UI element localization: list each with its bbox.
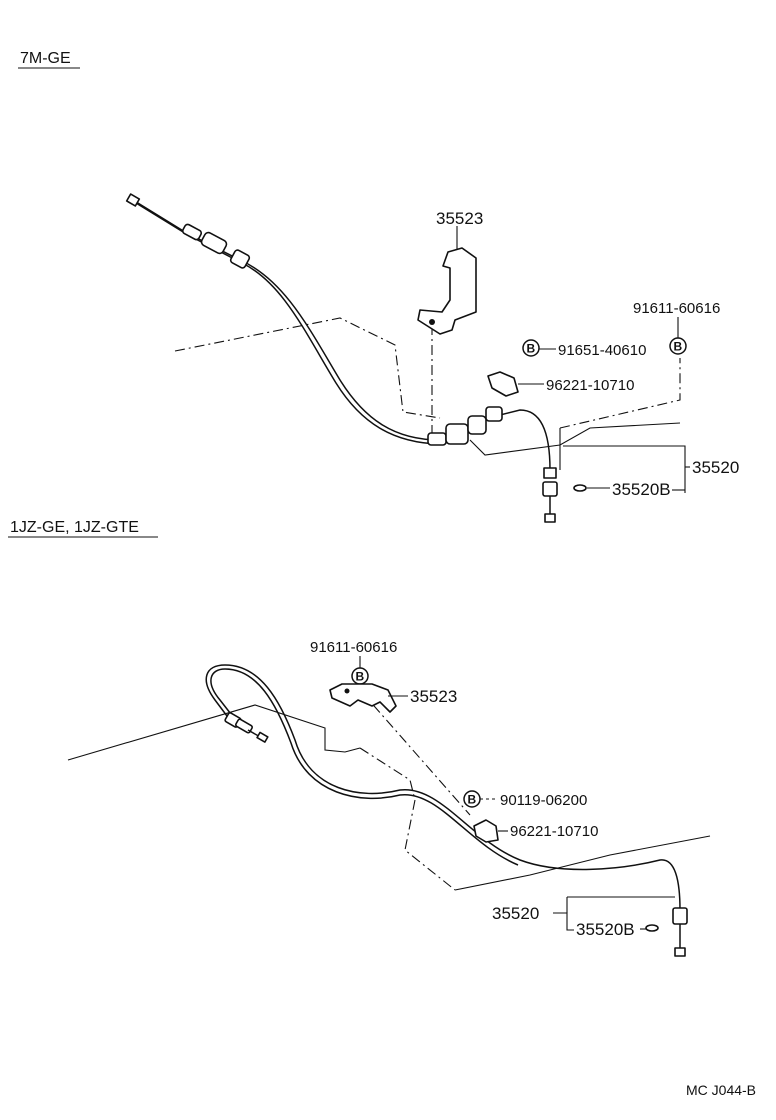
clamp-96221 (487, 371, 519, 397)
bracket-hole-2 (344, 688, 350, 694)
cable-grommet-3 (467, 415, 487, 435)
cable-sleeve-2 (485, 406, 503, 422)
body-outline-solid-3 (454, 835, 711, 891)
cable-end-stop (542, 481, 558, 497)
body-outline-solid-2 (67, 704, 361, 761)
badge-b-label: B (674, 340, 683, 354)
cable-grommet-2 (445, 423, 469, 445)
cable-end-stop-2 (672, 907, 688, 925)
callout-bracket-35523: 35523 (436, 209, 483, 228)
badge-b-label-2: B (527, 342, 536, 356)
cable-sleeve (427, 432, 447, 446)
badge-b-label-4: B (468, 793, 477, 807)
callout-35520: 35520 (692, 458, 739, 477)
accelerator-cable-1jz-outer (210, 668, 519, 866)
body-outline-dashed-2 (359, 747, 456, 891)
section-1jz: 1JZ-GE, 1JZ-GTE 91611-60616 B 35523 B 9 (8, 519, 711, 957)
accelerator-cable-7m (132, 199, 551, 471)
cable-end-tip-4 (674, 947, 686, 957)
accelerator-cable-1jz (205, 664, 681, 911)
callout-91651-40610: 91651-40610 (558, 342, 646, 359)
body-outline-dashed (174, 317, 441, 419)
cable-end-tip-2 (544, 513, 556, 523)
callout-96221-10710: 96221-10710 (546, 377, 634, 394)
callout-35520b: 35520B (612, 480, 671, 499)
clamp-96221-2 (473, 819, 499, 843)
bracket-35523-2 (329, 683, 397, 713)
badge-b-circle (669, 337, 687, 355)
callout-91611-60616: 91611-60616 (633, 300, 720, 317)
cable-end-tip-3 (256, 731, 269, 743)
cable-end-tip (125, 193, 141, 207)
leader-dashed-bracket-2 (359, 689, 471, 816)
callout-96221-10710-2: 96221-10710 (510, 823, 598, 840)
leader-35520-group (563, 445, 686, 493)
callout-35520b-2: 35520B (576, 920, 635, 939)
callout-35520-2: 35520 (492, 904, 539, 923)
bracket-35523 (417, 247, 477, 335)
callout-90119-06200: 90119-06200 (500, 792, 587, 809)
diagram-code: MC J044-B (686, 1082, 756, 1098)
callout-91611-60616-2: 91611-60616 (310, 639, 397, 656)
cable-adjuster (200, 231, 228, 255)
cable-end-fitting (543, 467, 557, 479)
cable-adjuster-2 (235, 718, 253, 734)
section-7m-ge: 7M-GE 35523 91611-60616 B (18, 50, 739, 523)
cable-fitting (181, 223, 203, 241)
callout-bracket-35523-2: 35523 (410, 687, 457, 706)
badge-b-label-3: B (356, 670, 365, 684)
seal-ring-2 (645, 924, 659, 932)
leader-dashed-clip (559, 358, 681, 429)
leader-35520-group-2 (553, 912, 574, 931)
section-header-1jz: 1JZ-GE, 1JZ-GTE (10, 519, 139, 536)
cable-grommet (229, 249, 251, 269)
body-outline-solid (469, 422, 681, 456)
badge-b-circle-2 (522, 339, 540, 357)
accelerator-cable-7m-outer (135, 202, 441, 445)
section-header-7m-ge: 7M-GE (20, 50, 71, 67)
seal-ring (573, 484, 587, 492)
bracket-hole (429, 319, 435, 325)
